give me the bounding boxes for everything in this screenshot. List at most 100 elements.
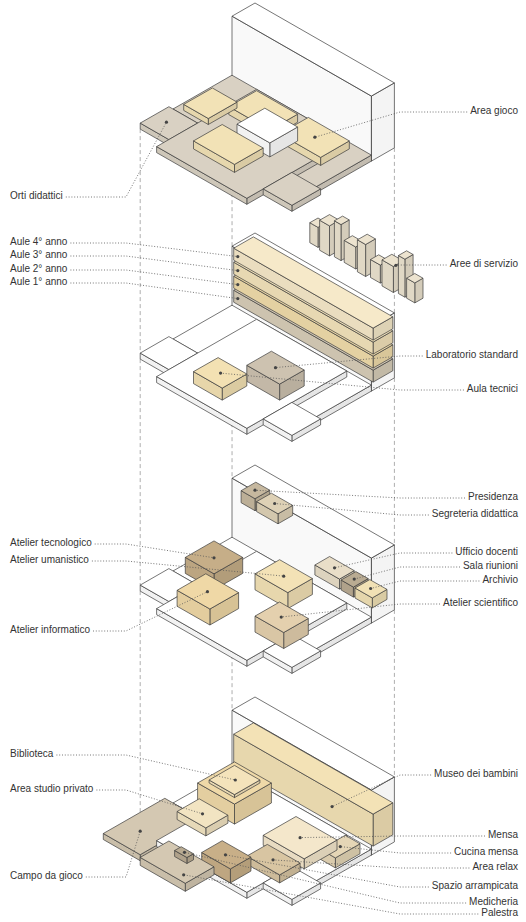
leader-dot <box>183 851 186 854</box>
callout-label: Cucina mensa <box>454 846 518 858</box>
leader-line <box>226 855 429 887</box>
leader-dot <box>234 778 237 781</box>
leader-line <box>86 831 140 877</box>
callout-label: Orti didattici <box>10 190 63 202</box>
tall-block <box>232 465 394 558</box>
callout-label: Atelier informatico <box>10 624 90 636</box>
guide-line <box>394 378 395 545</box>
callout-label: Aula tecnici <box>467 383 518 395</box>
leader-line <box>93 592 207 631</box>
callout-label: Laboratorio standard <box>426 349 518 361</box>
leader-dot <box>219 371 222 374</box>
leader-line <box>92 561 284 576</box>
leader-dot <box>212 556 215 559</box>
callout-label: Atelier tecnologico <box>10 537 92 549</box>
leader-dot <box>353 577 356 580</box>
service-block <box>407 274 423 283</box>
leader-dot <box>236 255 239 258</box>
leader-dot <box>313 136 316 139</box>
leader-line <box>185 852 467 903</box>
relax-block <box>247 844 300 875</box>
leader-line <box>70 256 237 271</box>
service-block <box>357 240 365 277</box>
leader-line <box>255 490 465 498</box>
callout-label: Atelier scientifico <box>443 597 518 609</box>
leader-lines <box>56 112 485 914</box>
leader-line <box>332 775 431 807</box>
leader-dot <box>330 805 333 808</box>
service-block <box>334 221 341 261</box>
leader-line <box>273 860 469 868</box>
leader-line <box>396 265 447 266</box>
room-block <box>194 358 247 389</box>
lab-block <box>247 351 304 384</box>
guide-line <box>140 359 141 585</box>
leader-line <box>371 581 480 589</box>
leader-dot <box>236 283 239 286</box>
play-area <box>184 88 237 119</box>
leader-line <box>70 270 237 285</box>
building-layers <box>103 3 423 905</box>
leader-dot <box>139 830 142 833</box>
leader-dot <box>271 858 274 861</box>
library-block <box>209 765 260 794</box>
library-block <box>198 762 272 804</box>
tall-block <box>371 83 394 161</box>
callout-label: Aule 4° anno <box>10 236 67 248</box>
tall-block <box>232 3 394 96</box>
leader-line <box>96 790 202 814</box>
service-block <box>398 256 405 298</box>
atelier-block <box>177 574 239 609</box>
leader-dot <box>369 587 372 590</box>
callout-label: Museo dei bambini <box>434 768 518 780</box>
guide-line <box>140 591 141 817</box>
callout-label: Palestra <box>481 907 518 919</box>
callout-label: Sala riunioni <box>463 560 518 572</box>
leader-line <box>70 243 237 257</box>
leader-line <box>281 604 440 617</box>
leader-dot <box>201 812 204 815</box>
leader-line <box>340 847 451 853</box>
callout-label: Area studio privato <box>10 783 93 795</box>
floor-slab <box>157 551 347 660</box>
tall-block <box>371 777 394 855</box>
leader-dot <box>394 264 397 267</box>
callout-label: Presidenza <box>468 491 518 503</box>
guide-line <box>140 129 141 353</box>
leader-dot <box>236 297 239 300</box>
leader-dot <box>182 873 185 876</box>
leader-line <box>70 283 237 299</box>
leader-line <box>354 567 460 579</box>
classroom-band <box>234 237 393 328</box>
leader-line <box>95 544 214 558</box>
leader-dot <box>339 845 342 848</box>
atelier-block <box>255 560 312 593</box>
atelier-block <box>185 541 242 574</box>
service-block <box>320 220 330 256</box>
leader-line <box>66 122 167 197</box>
callout-label: Segreteria didattica <box>432 508 518 520</box>
floor-slab <box>263 402 320 435</box>
leader-line <box>221 373 464 390</box>
callout-label: Biblioteca <box>10 748 53 760</box>
leader-dot <box>299 836 302 839</box>
guide-line <box>394 610 395 777</box>
roof-block <box>237 108 298 143</box>
leader-dot <box>282 575 285 578</box>
atelier-block <box>255 602 308 633</box>
leader-line <box>315 112 467 137</box>
leader-dot <box>280 615 283 618</box>
infirmary-block <box>175 847 194 858</box>
study-block <box>177 799 228 828</box>
callout-label: Spazio arrampicata <box>432 880 518 892</box>
leader-line <box>300 836 485 838</box>
callout-label: Area relax <box>472 861 518 873</box>
callout-label: Aule 3° anno <box>10 249 67 261</box>
play-area <box>194 125 264 165</box>
callout-label: Area gioco <box>470 105 518 117</box>
callout-label: Aule 1° anno <box>10 276 67 288</box>
callout-label: Atelier umanistico <box>10 554 89 566</box>
leader-line <box>276 356 423 368</box>
service-block <box>357 234 375 244</box>
